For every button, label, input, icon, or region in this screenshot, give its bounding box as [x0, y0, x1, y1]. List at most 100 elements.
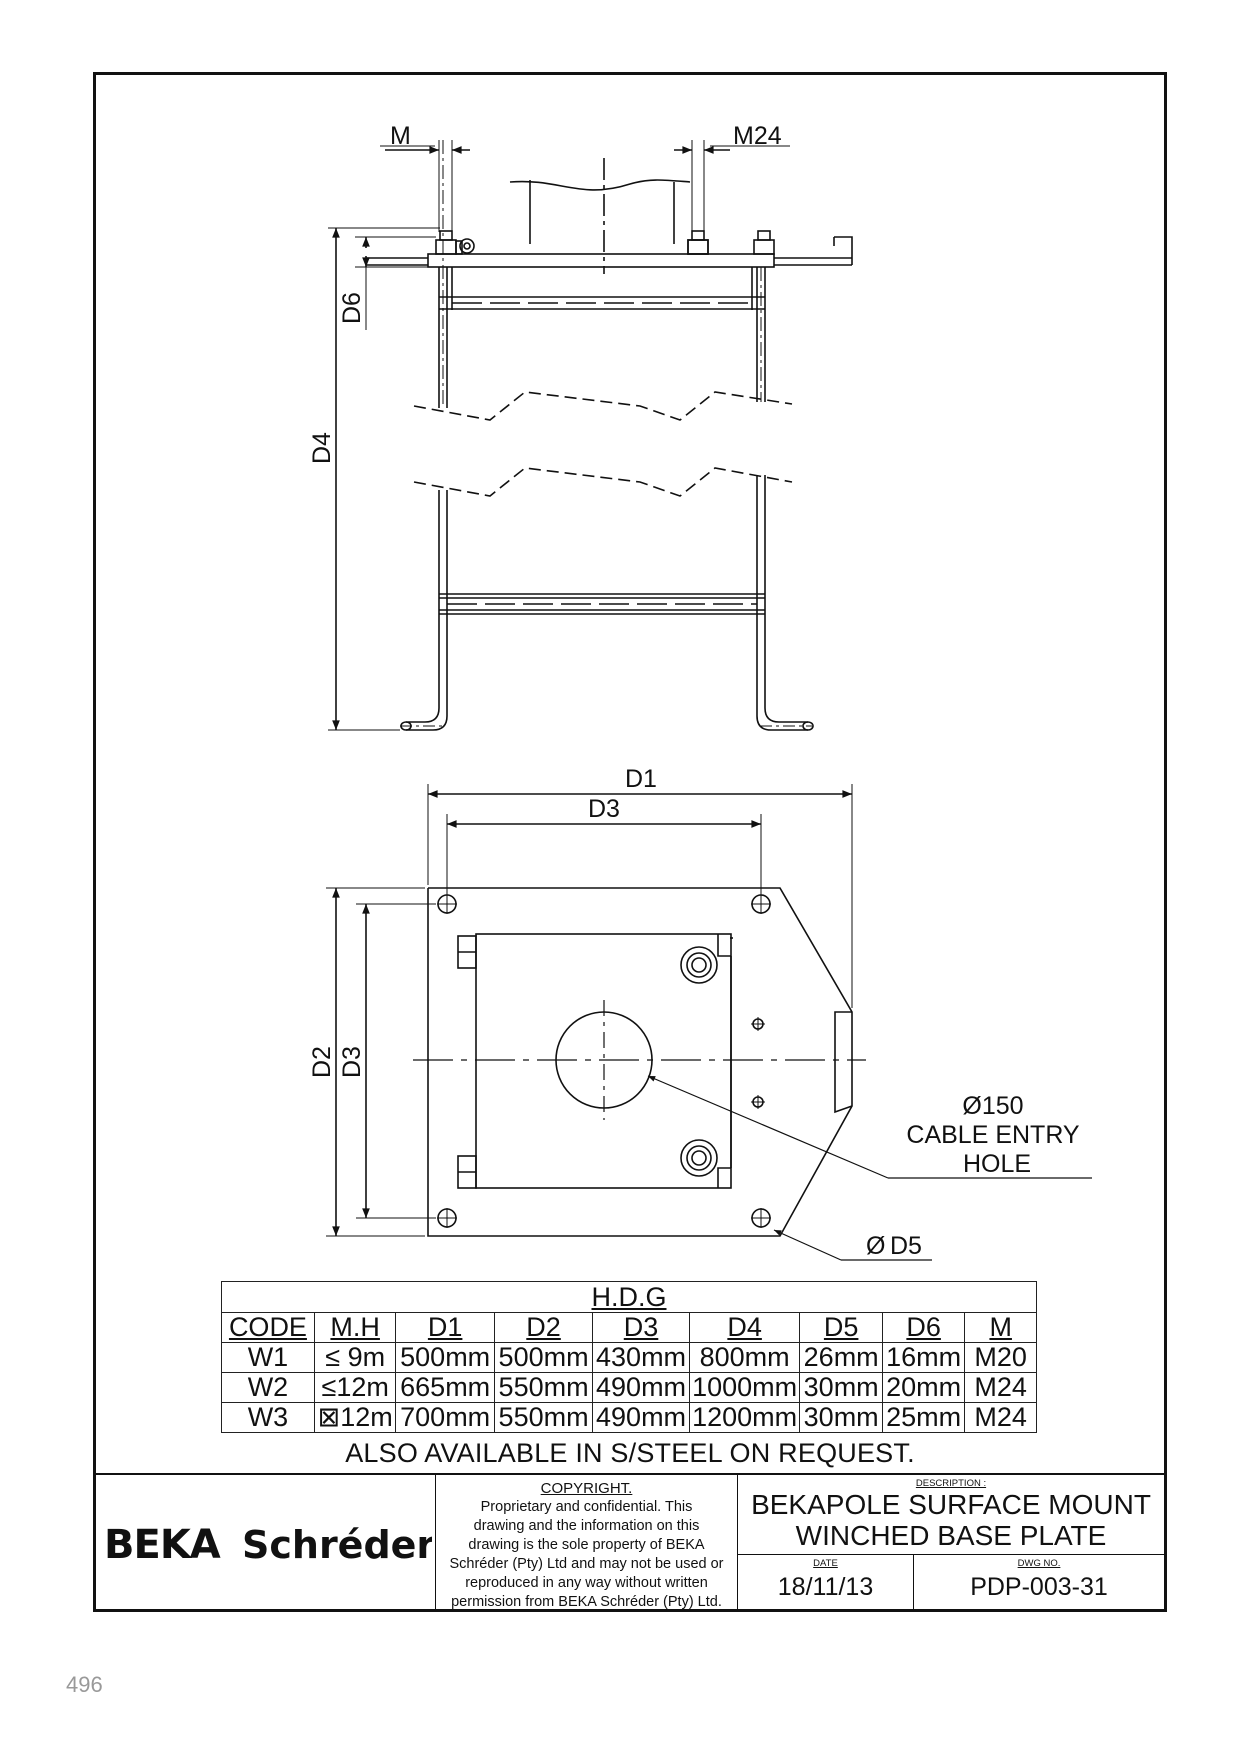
cell-m: M24	[964, 1402, 1037, 1433]
label-cable-entry-3: HOLE	[963, 1150, 1031, 1178]
copyright-line: drawing and the information on this	[473, 1518, 700, 1534]
description-label: DESCRIPTION :	[915, 1478, 987, 1489]
cell-d5: 26mm	[799, 1342, 883, 1373]
col-d3: D3	[592, 1312, 690, 1343]
table-header-row: CODE M.H D1 D2 D3 D4 D5 D6 M	[221, 1312, 1037, 1343]
date-value: 18/11/13	[777, 1573, 874, 1601]
label-d3-horizontal: D3	[588, 795, 620, 823]
cell-code: W3	[221, 1402, 315, 1433]
cell-code: W2	[221, 1372, 315, 1403]
description-line-1: BEKAPOLE SURFACE MOUNT	[751, 1489, 1151, 1520]
availability-note: ALSO AVAILABLE IN S/STEEL ON REQUEST.	[345, 1438, 915, 1468]
corner-holes	[437, 894, 771, 1228]
cell-code: W1	[221, 1342, 315, 1373]
description-cell: DESCRIPTION : BEKAPOLE SURFACE MOUNT WIN…	[738, 1475, 1164, 1555]
cell-d1: 665mm	[395, 1372, 495, 1403]
svg-text:Schréder: Schréder	[242, 1523, 432, 1565]
label-cable-entry-2: CABLE ENTRY	[906, 1121, 1080, 1149]
table-row: W2 ≤12m 665mm 550mm 490mm 1000mm 30mm 20…	[221, 1372, 1037, 1403]
drawing-number-label: DWG NO.	[1017, 1558, 1061, 1569]
col-d6: D6	[881, 1312, 966, 1343]
label-d2: D2	[308, 1046, 336, 1078]
dimension-m	[380, 140, 470, 232]
cell-d1: 500mm	[395, 1342, 495, 1373]
table-row: W3 ⊠12m 700mm 550mm 490mm 1200mm 30mm 25…	[221, 1402, 1037, 1433]
logo-cell: BEKA Schréder	[96, 1475, 436, 1609]
pole-stub	[509, 158, 691, 274]
dimension-d6	[355, 236, 436, 330]
cell-d2: 500mm	[493, 1342, 594, 1373]
copyright-heading: COPYRIGHT.	[540, 1480, 633, 1497]
cell-d4: 1000mm	[688, 1372, 801, 1403]
drawing-number-cell: DWG NO. PDP-003-31	[914, 1555, 1164, 1609]
cell-d6: 25mm	[881, 1402, 966, 1433]
cell-d6: 20mm	[881, 1372, 966, 1403]
cell-d6: 16mm	[881, 1342, 966, 1373]
cell-d3: 490mm	[592, 1402, 690, 1433]
leader-lines	[647, 1075, 1092, 1261]
col-code: CODE	[221, 1312, 315, 1343]
beka-schreder-logo: BEKA Schréder	[104, 1522, 432, 1565]
cell-m: M24	[964, 1372, 1037, 1403]
elevation-view: M M24 D6 D4	[308, 122, 853, 731]
cell-mh: ⊠12m	[313, 1402, 397, 1433]
cell-d2: 550mm	[493, 1402, 594, 1433]
cell-d4: 800mm	[688, 1342, 801, 1373]
page-number: 496	[66, 1672, 103, 1697]
drawing-number-value: PDP-003-31	[970, 1573, 1108, 1601]
anchor-nuts	[435, 230, 775, 255]
cell-d3: 490mm	[592, 1372, 690, 1403]
col-m: M	[964, 1312, 1037, 1343]
cell-d1: 700mm	[395, 1402, 495, 1433]
label-d4: D4	[308, 432, 336, 464]
cell-d5: 30mm	[799, 1402, 883, 1433]
dimension-d3-vertical	[356, 903, 436, 1219]
cell-mh: ≤12m	[313, 1372, 397, 1403]
label-d6: D6	[338, 292, 366, 324]
cell-d3: 430mm	[592, 1342, 690, 1373]
inner-panel	[457, 933, 733, 1189]
base-plate-elevation	[366, 236, 853, 268]
drawing-frame	[93, 72, 1167, 1612]
panel-bolts	[680, 946, 765, 1177]
label-d5: D5	[890, 1232, 922, 1260]
dimension-d1	[427, 784, 853, 1008]
label-d3-vertical: D3	[338, 1046, 366, 1078]
svg-text:BEKA: BEKA	[104, 1522, 221, 1565]
label-cable-entry-1: Ø150	[962, 1092, 1023, 1120]
copyright-line: Proprietary and confidential. This	[480, 1499, 693, 1515]
table-title: H.D.G	[221, 1281, 1037, 1313]
label-m24: M24	[733, 122, 782, 150]
specification-table: H.D.G CODE M.H D1 D2 D3 D4 D5 D6 M W1 ≤ …	[221, 1281, 1037, 1433]
dimension-d3-horizontal	[446, 814, 762, 894]
anchor-legs	[400, 140, 814, 731]
cell-d2: 550mm	[493, 1372, 594, 1403]
label-d5-symbol: Ø	[866, 1232, 885, 1260]
plan-view: D1 D3 D2 D3 Ø150 CABLE ENTRY HOLE Ø D5	[308, 765, 1092, 1261]
copyright-cell: COPYRIGHT. Proprietary and confidential.…	[436, 1475, 738, 1610]
copyright-line: Schréder (Pty) Ltd and may not be used o…	[449, 1556, 724, 1572]
date-cell: DATE 18/11/13	[738, 1555, 914, 1609]
col-d5: D5	[799, 1312, 883, 1343]
break-lines	[413, 391, 793, 497]
description-line-2: WINCHED BASE PLATE	[795, 1520, 1107, 1551]
table-row: W1 ≤ 9m 500mm 500mm 430mm 800mm 26mm 16m…	[221, 1342, 1037, 1373]
cell-m: M20	[964, 1342, 1037, 1373]
col-d1: D1	[395, 1312, 495, 1343]
cell-d5: 30mm	[799, 1372, 883, 1403]
col-d4: D4	[688, 1312, 801, 1343]
dimension-d2	[326, 887, 425, 1237]
col-mh: M.H	[313, 1312, 397, 1343]
copyright-line: reproduced in any way without written	[465, 1575, 708, 1591]
title-block: BEKA Schréder COPYRIGHT. Proprietary and…	[96, 1473, 1164, 1610]
copyright-line: drawing is the sole property of BEKA	[468, 1537, 705, 1553]
base-plate-plan	[427, 887, 853, 1237]
col-d2: D2	[493, 1312, 594, 1343]
label-d1: D1	[625, 765, 657, 793]
date-label: DATE	[813, 1558, 838, 1569]
cell-d4: 1200mm	[688, 1402, 801, 1433]
cell-mh: ≤ 9m	[313, 1342, 397, 1373]
copyright-line: permission from BEKA Schréder (Pty) Ltd.	[451, 1594, 722, 1610]
label-m: M	[390, 122, 411, 150]
